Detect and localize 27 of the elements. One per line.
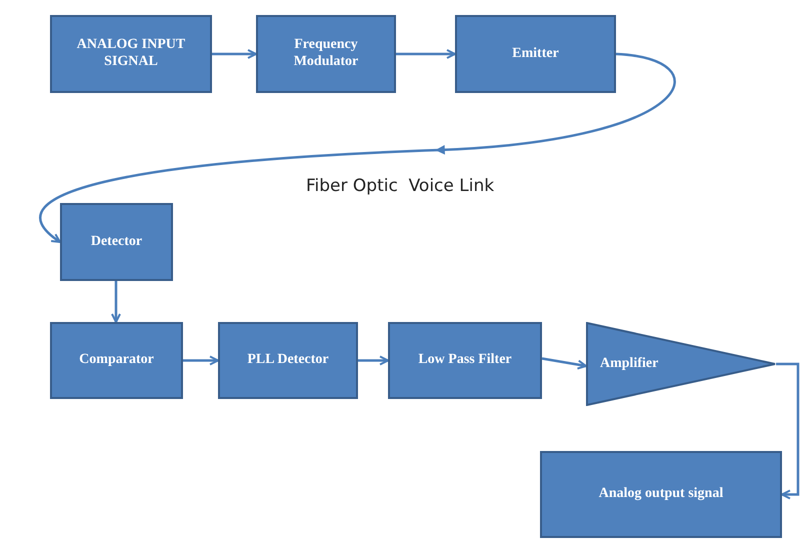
arrow (776, 362, 800, 500)
block-label: Emitter (511, 46, 560, 62)
block-label: PLL Detector (246, 352, 330, 369)
arrow (183, 356, 219, 366)
amplifier-triangle (586, 322, 776, 406)
block-label: Low Pass Filter (417, 352, 513, 369)
process-box (50, 15, 212, 93)
process-box (218, 322, 358, 399)
block-label: Amplifier (599, 356, 660, 372)
process-box (388, 322, 542, 399)
arrow (111, 281, 121, 323)
process-box (455, 15, 616, 93)
process-box (540, 451, 782, 538)
diagram-label: Fiber Optic Voice Link (306, 176, 494, 196)
block-label: Detector (90, 234, 144, 250)
arrow (396, 49, 456, 59)
process-box (60, 203, 173, 281)
arrow (542, 357, 587, 370)
process-box (256, 15, 396, 93)
block-label: Comparator (78, 352, 155, 369)
arrow (212, 49, 257, 59)
block-label: Analog output signal (598, 486, 724, 503)
arrow (358, 356, 389, 366)
arrow (38, 52, 676, 243)
block-label: Frequency Modulator (292, 37, 360, 71)
block-label: ANALOG INPUT SIGNAL (76, 37, 186, 71)
process-box (50, 322, 183, 399)
